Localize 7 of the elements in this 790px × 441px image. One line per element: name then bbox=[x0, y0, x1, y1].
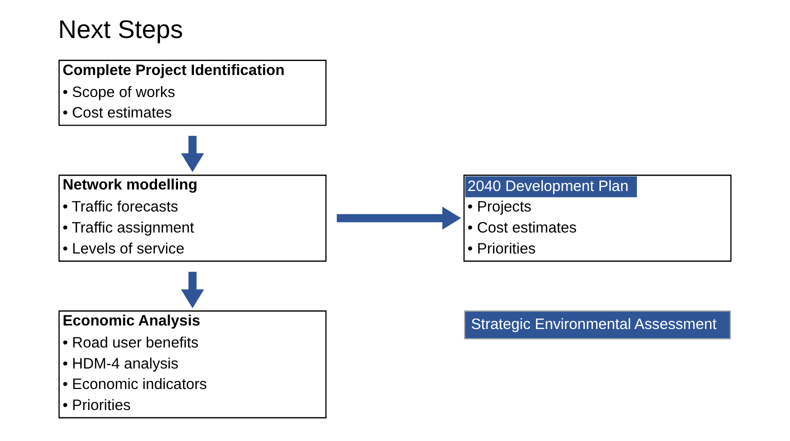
arrow bbox=[336, 206, 462, 230]
diagram-title: Next Steps bbox=[58, 16, 183, 44]
node-box: Network modelling • Traffic forecasts • Traffic assignment • Levels of service bbox=[58, 174, 327, 262]
arrow bbox=[181, 136, 204, 172]
node-box: Economic Analysis • Road user benefits • HDM-4 analysis • Economic indicators • Priorities bbox=[58, 310, 327, 418]
node-box: Complete Project Identification • Scope of works • Cost estimates bbox=[58, 60, 327, 126]
arrow bbox=[181, 272, 204, 308]
